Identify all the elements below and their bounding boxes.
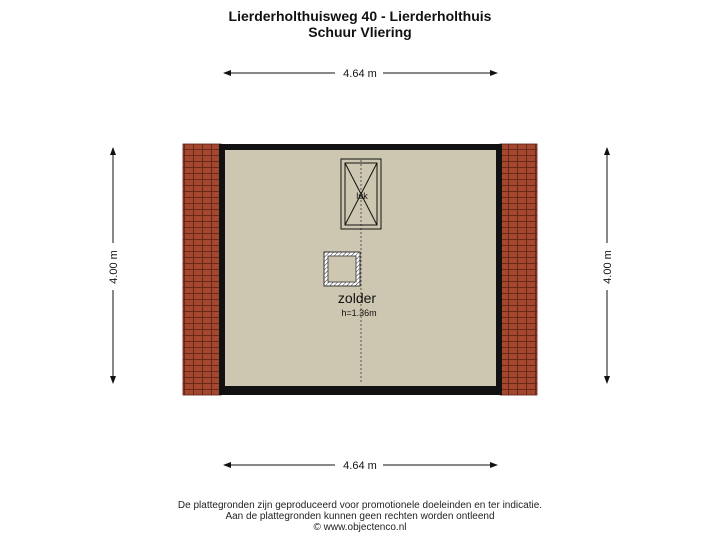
dimension-bottom-label: 4.64 m <box>343 460 377 472</box>
plan-subtitle: Schuur Vliering <box>308 24 412 40</box>
roof-hatch: luk <box>340 158 382 230</box>
plan-title: Lierderholthuisweg 40 - Lierderholthuis <box>228 8 492 24</box>
dimension-right-label: 4.00 m <box>602 250 614 284</box>
chimney <box>323 251 361 287</box>
footer-disclaimer-1: De plattegronden zijn geproduceerd voor … <box>177 500 543 511</box>
roof-tiles-right <box>499 143 538 396</box>
room-height: h=1.36m <box>341 308 376 318</box>
dimension-top: 4.64 m <box>223 68 498 80</box>
hatch-label: luk <box>356 191 368 201</box>
footer-disclaimer-2: Aan de plattegronden kunnen geen rechten… <box>225 511 495 522</box>
room-name: zolder <box>338 290 376 306</box>
footer-copyright: © www.objectenco.nl <box>313 522 407 533</box>
dimension-left-label: 4.00 m <box>108 250 120 284</box>
roof-tiles-left <box>182 143 222 396</box>
dimension-right: 4.00 m <box>602 147 614 384</box>
dimension-bottom: 4.64 m <box>223 460 498 472</box>
dimension-left: 4.00 m <box>108 147 120 384</box>
dimension-top-label: 4.64 m <box>343 68 377 80</box>
